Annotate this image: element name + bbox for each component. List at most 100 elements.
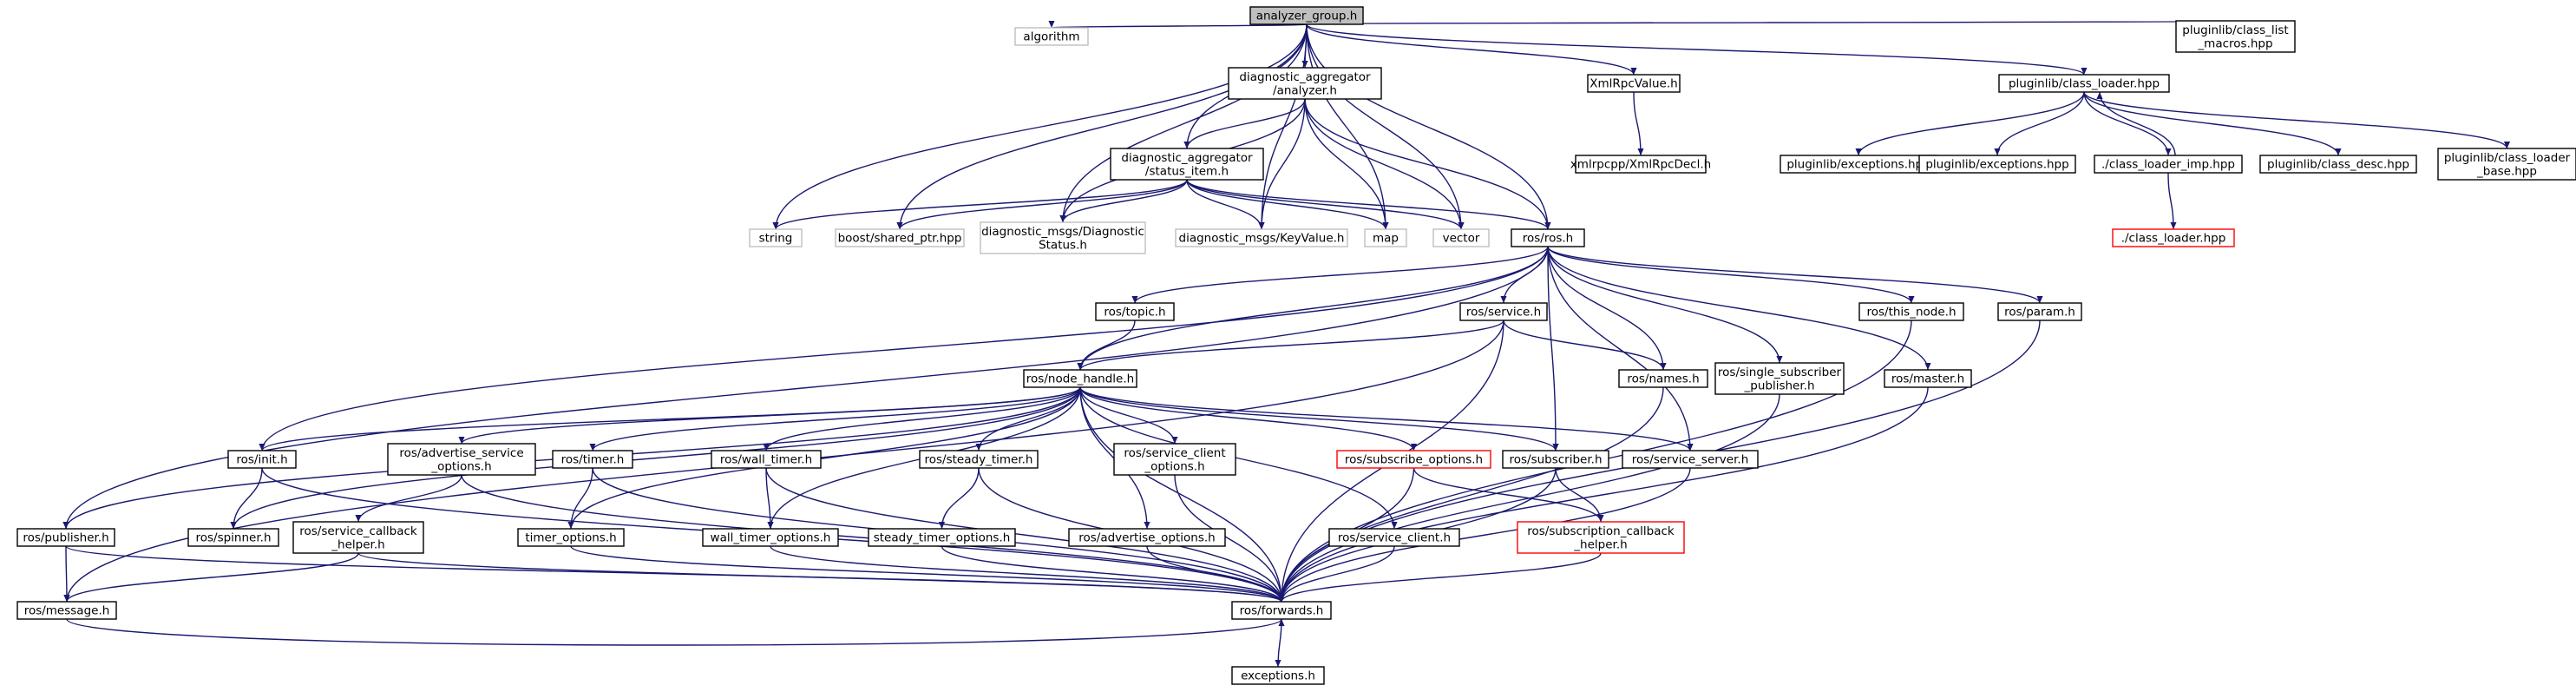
node-keyvalue[interactable]: diagnostic_msgs/KeyValue.h bbox=[1175, 228, 1348, 247]
node-label: exceptions.h bbox=[1241, 669, 1315, 683]
node-box bbox=[1517, 521, 1685, 554]
node-label: ros/publisher.h bbox=[23, 531, 108, 545]
node-ros_this_node[interactable]: ros/this_node.h bbox=[1858, 302, 1964, 321]
node-ros_adv_srv_opt[interactable]: ros/advertise_service_options.h bbox=[387, 443, 536, 476]
edge-ros_service-to-ros_names bbox=[1503, 320, 1667, 371]
edge-analyzer_group-to-ros_ros bbox=[1306, 23, 1551, 230]
edge-ros_wall_timer-to-wall_timer_options bbox=[765, 467, 774, 530]
node-pl_exceptions2[interactable]: pluginlib/exceptions.hpp bbox=[1918, 155, 2076, 174]
node-label: ros/spinner.h bbox=[195, 531, 271, 545]
node-box bbox=[227, 450, 297, 469]
node-da_status_item[interactable]: diagnostic_aggregator/status_item.h bbox=[1110, 148, 1264, 181]
node-da_analyzer[interactable]: diagnostic_aggregator/analyzer.h bbox=[1228, 67, 1382, 100]
node-ros_node_handle[interactable]: ros/node_handle.h bbox=[1023, 369, 1137, 388]
edge-ros_node_handle-to-timer_options bbox=[567, 386, 1081, 530]
node-pl_exceptions1[interactable]: pluginlib/exceptions.hpp bbox=[1780, 155, 1937, 174]
node-ros_spinner[interactable]: ros/spinner.h bbox=[187, 528, 279, 547]
node-box bbox=[1249, 6, 1364, 25]
node-ros_steady_timer[interactable]: ros/steady_timer.h bbox=[919, 450, 1039, 469]
node-algorithm[interactable]: algorithm bbox=[1014, 27, 1089, 46]
node-ros_init[interactable]: ros/init.h bbox=[227, 450, 297, 469]
node-ros_service[interactable]: ros/service.h bbox=[1459, 302, 1548, 321]
edge-da_status_item-to-shared_ptr bbox=[896, 179, 1188, 230]
node-box bbox=[1432, 228, 1490, 247]
node-box bbox=[1997, 302, 2082, 321]
edge-ros_publisher-to-ros_message bbox=[63, 545, 70, 603]
node-analyzer_group[interactable]: analyzer_group.h bbox=[1249, 6, 1364, 25]
node-shared_ptr[interactable]: boost/shared_ptr.hpp bbox=[835, 228, 965, 247]
node-label: ros/subscription_callback bbox=[1527, 524, 1675, 538]
node-box bbox=[835, 228, 965, 247]
node-class_loader_imp[interactable]: ./class_loader_imp.hpp bbox=[2094, 155, 2243, 174]
node-layer: analyzer_group.h pluginlib/class_list_mac… bbox=[16, 6, 2576, 685]
edge-ros_ros-to-ros_single_sub bbox=[1547, 246, 1783, 364]
node-class_loader_base[interactable]: pluginlib/class_loader_base.hpp bbox=[2437, 148, 2576, 181]
node-xmlrpcdecl[interactable]: xmlrpcpp/XmlRpcDecl.h bbox=[1570, 155, 1711, 174]
node-ros_sub_options[interactable]: ros/subscribe_options.h bbox=[1336, 450, 1491, 469]
node-ros_timer[interactable]: ros/timer.h bbox=[552, 450, 633, 469]
node-label: diagnostic_aggregator bbox=[1121, 151, 1253, 165]
edge-ros_steady_timer-to-steady_timer_options bbox=[938, 467, 980, 530]
node-exceptions[interactable]: exceptions.h bbox=[1231, 666, 1325, 685]
node-ros_srv_client_opt[interactable]: ros/service_client_options.h bbox=[1113, 443, 1236, 476]
node-ros_topic[interactable]: ros/topic.h bbox=[1095, 302, 1175, 321]
node-ros_wall_timer[interactable]: ros/wall_timer.h bbox=[711, 450, 822, 469]
node-vector[interactable]: vector bbox=[1432, 228, 1490, 247]
node-steady_timer_options[interactable]: steady_timer_options.h bbox=[868, 528, 1016, 547]
node-ros_ros[interactable]: ros/ros.h bbox=[1511, 228, 1585, 247]
node-timer_options[interactable]: timer_options.h bbox=[517, 528, 625, 547]
node-label: xmlrpcpp/XmlRpcDecl.h bbox=[1570, 158, 1711, 172]
node-ros_adv_options[interactable]: ros/advertise_options.h bbox=[1068, 528, 1226, 547]
edge-ros_service-to-ros_node_handle bbox=[1077, 320, 1504, 371]
node-box bbox=[1587, 74, 1681, 93]
node-ros_srv_cb_helper[interactable]: ros/service_callback_helper.h bbox=[292, 521, 424, 554]
node-map[interactable]: map bbox=[1364, 228, 1407, 247]
node-ros_names[interactable]: ros/names.h bbox=[1618, 369, 1708, 388]
node-ros_single_sub[interactable]: ros/single_subscriber_publisher.h bbox=[1714, 362, 1845, 395]
node-string[interactable]: string bbox=[749, 228, 803, 247]
edge-ros_node_handle-to-ros_srv_client_opt bbox=[1079, 386, 1178, 445]
node-ros_master[interactable]: ros/master.h bbox=[1884, 369, 1972, 388]
node-box bbox=[517, 528, 625, 547]
node-xmlrpcvalue[interactable]: XmlRpcValue.h bbox=[1587, 74, 1681, 93]
node-class_loader_hpp[interactable]: pluginlib/class_loader.hpp bbox=[1998, 74, 2170, 93]
edge-da_analyzer-to-vector bbox=[1304, 98, 1465, 230]
edge-ros_ros-to-ros_this_node bbox=[1547, 246, 1915, 304]
edge-ros_topic-to-ros_node_handle bbox=[1077, 320, 1136, 371]
node-ros_srv_client[interactable]: ros/service_client.h bbox=[1328, 528, 1460, 547]
node-ros_forwards[interactable]: ros/forwards.h bbox=[1231, 601, 1332, 620]
edge-da_status_item-to-diag_status bbox=[1059, 179, 1188, 223]
edge-ros_node_handle-to-ros_srv_server bbox=[1079, 386, 1694, 451]
node-label: algorithm bbox=[1023, 30, 1079, 44]
node-ros_subscriber[interactable]: ros/subscriber.h bbox=[1502, 450, 1609, 469]
edge-class_loader_imp-to-class_loader_h bbox=[2167, 172, 2177, 230]
node-ros_sub_cb_helper[interactable]: ros/subscription_callback_helper.h bbox=[1517, 521, 1685, 554]
node-ros_param[interactable]: ros/param.h bbox=[1997, 302, 2082, 321]
node-label: ros/single_subscriber bbox=[1718, 366, 1842, 379]
node-box bbox=[711, 450, 822, 469]
node-ros_srv_server[interactable]: ros/service_server.h bbox=[1622, 450, 1759, 469]
node-label: _helper.h bbox=[1573, 537, 1627, 551]
edge-class_loader_imp-to-class_loader_hpp bbox=[2096, 91, 2176, 156]
edge-da_analyzer-to-keyvalue bbox=[1258, 98, 1306, 230]
node-box bbox=[749, 228, 803, 247]
node-box bbox=[16, 528, 115, 547]
edge-ros_adv_srv_opt-to-ros_srv_cb_helper bbox=[355, 474, 462, 523]
node-label: XmlRpcValue.h bbox=[1590, 77, 1677, 91]
node-box bbox=[292, 521, 424, 554]
node-class_list_macros[interactable]: pluginlib/class_list_macros.hpp bbox=[2175, 20, 2296, 53]
node-wall_timer_options[interactable]: wall_timer_options.h bbox=[702, 528, 839, 547]
node-ros_publisher[interactable]: ros/publisher.h bbox=[16, 528, 115, 547]
edge-ros_ros-to-ros_init bbox=[259, 246, 1549, 451]
node-class_desc[interactable]: pluginlib/class_desc.hpp bbox=[2259, 155, 2417, 174]
node-ros_message[interactable]: ros/message.h bbox=[16, 601, 117, 620]
node-box bbox=[1113, 443, 1236, 476]
node-label: ros/param.h bbox=[2004, 306, 2075, 320]
node-box bbox=[1231, 601, 1332, 620]
edge-ros_ros-to-ros_subscriber bbox=[1547, 246, 1559, 451]
node-label: Status.h bbox=[1039, 238, 1087, 252]
node-class_loader_h[interactable]: ./class_loader.hpp bbox=[2112, 228, 2235, 247]
edge-ros_ros-to-ros_topic bbox=[1131, 246, 1549, 304]
node-box bbox=[919, 450, 1039, 469]
